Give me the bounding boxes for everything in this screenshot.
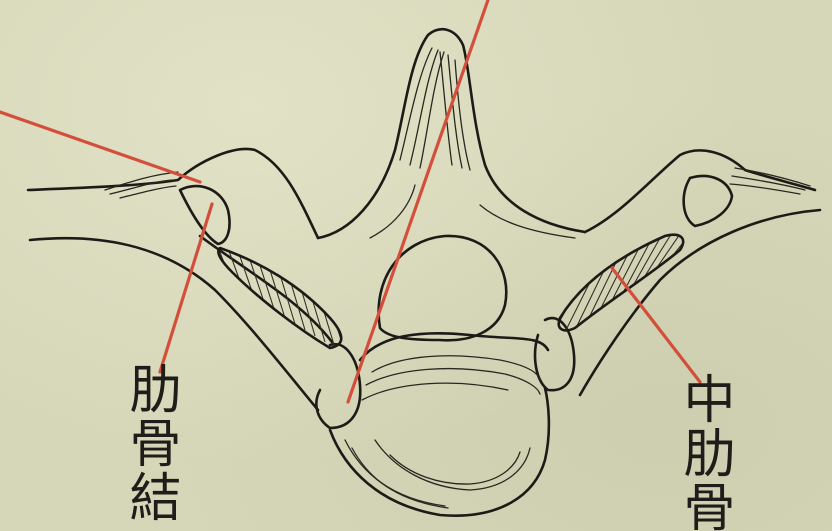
leader-line-left-label [160,204,212,372]
leader-lines [0,0,700,402]
spinous-process [318,29,585,238]
label-left: 肋骨結 [118,362,182,524]
left-transverse-process [28,149,360,428]
leader-line-left-top [0,112,200,182]
label-right: 中肋骨 [672,372,736,531]
right-transverse-process [535,150,820,395]
vertebral-body [330,236,549,516]
